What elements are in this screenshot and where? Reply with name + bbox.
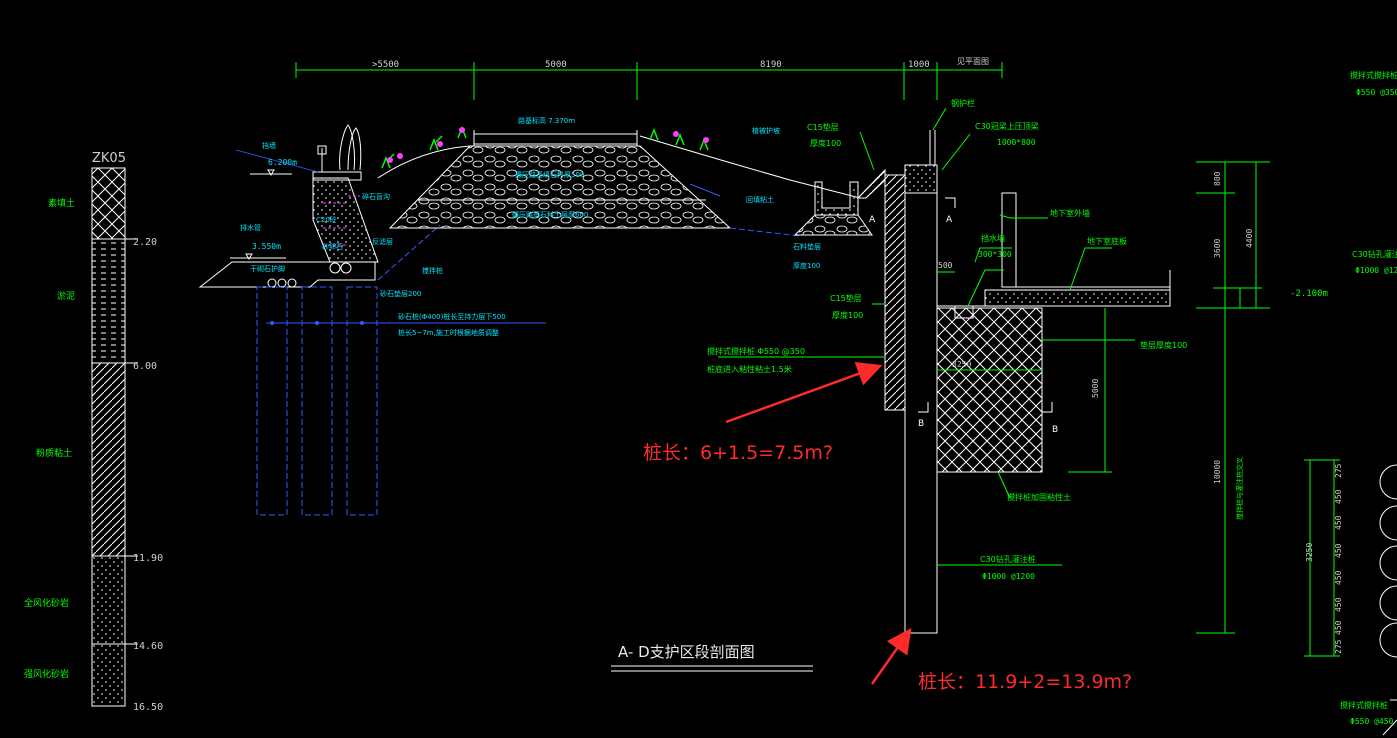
label: 厚度100 bbox=[832, 310, 863, 320]
label: 搅拌桩 bbox=[422, 266, 443, 275]
label: 干砌石护脚 bbox=[250, 264, 285, 273]
label: C30冠梁上压顶梁 bbox=[975, 122, 1039, 131]
label: 碾压路基填石料厚500 bbox=[515, 170, 584, 179]
label: C15垫层 bbox=[807, 122, 839, 132]
label: 挡墙 bbox=[262, 141, 276, 150]
label: C30钻孔灌注桩 bbox=[980, 554, 1036, 564]
dim-label: 450 bbox=[1334, 620, 1343, 635]
borehole-id: ZK05 bbox=[92, 151, 126, 166]
section-mark: B bbox=[918, 419, 924, 429]
left-retaining-wall bbox=[198, 124, 546, 516]
layer-depth: 2.20 bbox=[133, 237, 157, 248]
label: C20砼 bbox=[316, 215, 337, 224]
dim-label: 3250 bbox=[952, 360, 971, 369]
drawing-title: A- D支护区段剖面图 bbox=[618, 643, 755, 661]
label: 挡水墙 bbox=[981, 233, 1005, 243]
ditch bbox=[793, 181, 873, 236]
annotation-arrow bbox=[725, 361, 883, 424]
top-dimension-line bbox=[295, 62, 1003, 100]
label: 排水管 bbox=[240, 223, 261, 232]
level-mark: 3.550m bbox=[252, 242, 281, 251]
dim-label: 800 bbox=[1213, 171, 1222, 186]
dim-label: 450 bbox=[1334, 570, 1343, 585]
label: C30钻孔灌注桩 bbox=[1352, 249, 1397, 259]
section-mark: A bbox=[946, 215, 953, 225]
label: 碎石盲沟 bbox=[362, 192, 390, 201]
label: 300*300 bbox=[978, 250, 1012, 259]
layer-depth: 6.00 bbox=[133, 361, 157, 372]
level-mark: -2.100m bbox=[1290, 289, 1328, 299]
section-mark: A bbox=[869, 215, 876, 225]
label: 回填粘土 bbox=[746, 195, 774, 204]
dim-label: 10000 bbox=[1213, 460, 1222, 484]
pile-plan-legend bbox=[1304, 459, 1397, 736]
dim-label: 3250 bbox=[1305, 543, 1314, 562]
layer-depth: 16.50 bbox=[133, 702, 163, 713]
dim-label: 4400 bbox=[1245, 229, 1254, 248]
dim-label: 5000 bbox=[545, 60, 567, 70]
label: 垫层厚度100 bbox=[1140, 340, 1187, 350]
layer-name: 粉质粘土 bbox=[36, 447, 72, 459]
label: 搅拌桩与灌注桩交叉 bbox=[1235, 457, 1244, 520]
embankment bbox=[377, 125, 861, 237]
label: 砂石桩(Φ400)桩长至持力层下500 bbox=[398, 312, 506, 321]
pile-length-annotation-bottom: 桩长：11.9+2=13.9m? bbox=[918, 671, 1132, 693]
layer-name: 淤泥 bbox=[57, 290, 75, 302]
level-mark: 6.200m bbox=[268, 158, 297, 167]
borehole-column: ZK05 素填土 淤泥 粉质粘土 全风化砂岩 强风化砂岩 2.20 6.00 1… bbox=[24, 151, 163, 713]
dim-label: 275 bbox=[1334, 639, 1343, 654]
label: 厚度100 bbox=[810, 138, 841, 148]
label: 路基标高 7.370m bbox=[518, 116, 575, 125]
label: 搅拌式搅拌桩 Φ550 @350 bbox=[707, 346, 805, 356]
label: 植被护坡 bbox=[752, 126, 780, 135]
label: Φ1000 @1200 bbox=[1355, 266, 1397, 275]
annotation-arrow bbox=[870, 627, 912, 685]
label: 搅拌桩加固粘性土 bbox=[1007, 492, 1071, 502]
label: C15垫层 bbox=[830, 293, 862, 303]
label: Φ1000 @1200 bbox=[982, 572, 1035, 581]
label: 厚度100 bbox=[793, 261, 820, 270]
dim-label: 500 bbox=[938, 261, 953, 270]
label: 桩长5~7m,施工时根据地质调整 bbox=[398, 328, 499, 337]
label: 砂石垫层200 bbox=[380, 289, 421, 298]
pile-length-annotation-top: 桩长：6+1.5=7.5m? bbox=[643, 442, 833, 464]
layer-depth: 11.90 bbox=[133, 553, 163, 564]
leader-lines bbox=[718, 107, 1262, 566]
dim-label: 450 bbox=[1334, 489, 1343, 504]
label: 1000*800 bbox=[997, 138, 1036, 147]
dim-label: 450 bbox=[1334, 597, 1343, 612]
label: 钢护栏 bbox=[951, 98, 975, 108]
dim-label: 450 bbox=[1334, 543, 1343, 558]
right-support-section bbox=[856, 130, 1171, 634]
label: 石料垫层 bbox=[793, 242, 821, 251]
dim-label: >5500 bbox=[372, 60, 399, 70]
label: 搅拌式搅拌桩 bbox=[1340, 700, 1388, 710]
label: 地下室底板 bbox=[1087, 236, 1127, 246]
dim-label: 8190 bbox=[760, 60, 782, 70]
dim-label: 5000 bbox=[1091, 379, 1100, 398]
dim-label: 1000 bbox=[908, 60, 930, 70]
label: Φ550 @450 bbox=[1350, 717, 1394, 726]
layer-depth: 14.60 bbox=[133, 641, 163, 652]
label: 搅拌式搅拌桩 bbox=[1350, 70, 1397, 80]
label: 碾压路基石料土层厚600 bbox=[512, 210, 588, 219]
label: 地下室外墙 bbox=[1050, 208, 1090, 218]
label: 反滤层 bbox=[372, 237, 393, 246]
dim-label: 450 bbox=[1334, 515, 1343, 530]
dim-label: 3600 bbox=[1213, 239, 1222, 258]
interior-dims bbox=[937, 161, 1270, 634]
layer-name: 强风化砂岩 bbox=[24, 668, 69, 680]
section-mark: B bbox=[1052, 425, 1058, 435]
layer-name: 素填土 bbox=[48, 197, 75, 209]
dim-label: 见平面图 bbox=[957, 57, 989, 66]
dim-label: 275 bbox=[1334, 463, 1343, 478]
label: Φ550 @350 bbox=[1356, 88, 1397, 97]
label: 砂卵石 bbox=[322, 242, 343, 251]
layer-name: 全风化砂岩 bbox=[24, 597, 69, 609]
label: 桩底进入粘性粘土1.5米 bbox=[707, 364, 792, 374]
